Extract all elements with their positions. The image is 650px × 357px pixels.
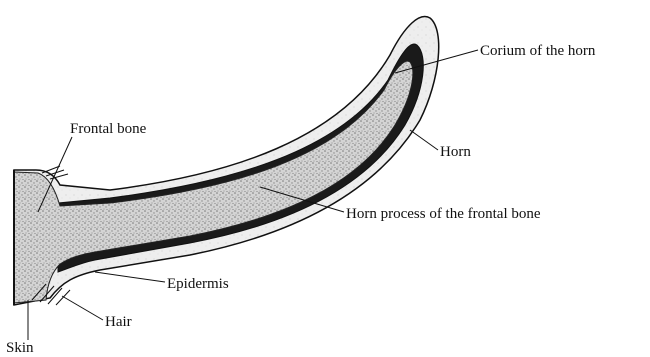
- label-skin: Skin: [6, 340, 34, 356]
- label-horn-process: Horn process of the frontal bone: [346, 206, 541, 222]
- label-corium: Corium of the horn: [480, 43, 596, 59]
- label-frontal-bone: Frontal bone: [70, 121, 147, 137]
- leader-horn: [410, 130, 438, 150]
- leader-hair: [62, 296, 103, 320]
- label-epidermis: Epidermis: [167, 276, 229, 292]
- label-horn: Horn: [440, 144, 471, 160]
- label-hair: Hair: [105, 314, 132, 330]
- leader-epidermis: [95, 272, 165, 282]
